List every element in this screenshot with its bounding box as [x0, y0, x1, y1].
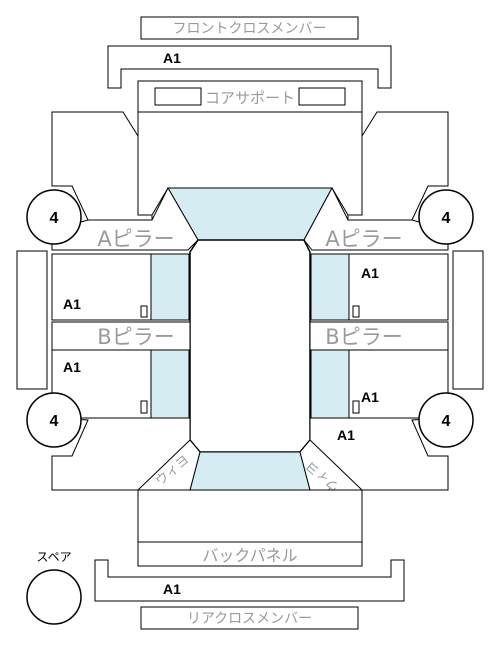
spare-tire[interactable]: [26, 569, 82, 625]
grade-left-b-lower: A1: [63, 359, 81, 375]
core-support-left-opening: [154, 87, 202, 106]
tire-rear-left-grade: 4: [50, 413, 59, 430]
rear-window[interactable]: [189, 451, 311, 491]
core-support-right-opening: [298, 87, 346, 106]
tire-front-right-grade: 4: [442, 210, 451, 227]
tire-front-left-grade: 4: [50, 210, 59, 227]
grade-right-rear: A1: [337, 427, 355, 443]
left-side-sill[interactable]: [16, 250, 48, 390]
tire-rear-right[interactable]: [418, 392, 474, 448]
right-rear-door-handle: [352, 400, 360, 414]
left-front-door-handle: [140, 305, 148, 318]
left-rear-window[interactable]: [150, 349, 190, 419]
tire-rear-left[interactable]: [26, 392, 82, 448]
tire-front-right[interactable]: [418, 189, 474, 245]
left-front-fender[interactable]: [51, 111, 153, 221]
tire-rear-right-grade: 4: [442, 413, 451, 430]
right-front-window[interactable]: [310, 253, 350, 321]
grade-rear-cross: A1: [163, 581, 181, 597]
right-front-fender[interactable]: [347, 111, 449, 221]
spare-label: スペア: [36, 550, 71, 564]
right-a-pillar-label: Aピラー: [325, 227, 402, 251]
right-rear-window[interactable]: [310, 349, 350, 419]
right-b-pillar-label: Bピラー: [325, 325, 402, 349]
rear-cross-member-label: リアクロスメンバー: [187, 611, 312, 627]
rear-cross-member-box: [140, 606, 359, 630]
grade-front-cross: A1: [163, 50, 181, 66]
roof-panel[interactable]: [189, 239, 311, 453]
core-support-label: コアサポート: [205, 89, 295, 107]
front-cross-member-label: フロントクロスメンバー: [173, 21, 327, 37]
left-rear-door-handle: [140, 400, 148, 414]
right-side-sill[interactable]: [452, 250, 484, 390]
left-front-window[interactable]: [150, 253, 190, 321]
tire-front-left[interactable]: [26, 189, 82, 245]
grade-right-lower: A1: [361, 389, 379, 405]
right-front-door-handle: [352, 305, 360, 318]
left-b-pillar[interactable]: [51, 321, 191, 351]
front-cross-member-part[interactable]: [107, 45, 392, 89]
trunk-lid[interactable]: [137, 489, 363, 543]
back-panel-part[interactable]: [137, 541, 363, 567]
rear-cross-member-part[interactable]: [94, 559, 405, 602]
grade-left-b-upper: A1: [63, 296, 81, 312]
front-cross-member-box: [140, 16, 359, 40]
left-b-pillar-label: Bピラー: [97, 325, 174, 349]
back-panel-label: バックパネル: [202, 546, 297, 565]
grade-right-upper: A1: [361, 265, 379, 281]
left-a-pillar-label: Aピラー: [97, 227, 174, 251]
